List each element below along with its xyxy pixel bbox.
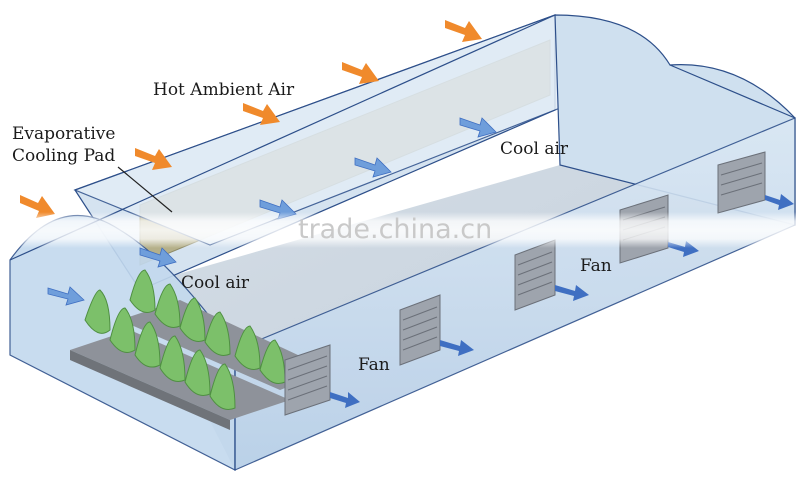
- cool-air-arrow: [354, 157, 392, 178]
- hot-air-arrow: [135, 148, 172, 170]
- roof-ridge-line: [669, 64, 796, 119]
- exhaust-arrow: [555, 285, 589, 301]
- cool-air-bottom-label: Cool air: [181, 273, 250, 293]
- cooling-pad-label-line2: Cooling Pad: [12, 146, 116, 166]
- plants: [84, 269, 286, 410]
- hot-air-arrow: [445, 20, 482, 42]
- evaporative-label-line1: Evaporative: [12, 124, 116, 144]
- cooling-pad-leader-line: [117, 166, 173, 213]
- hot-air-arrow: [342, 62, 379, 84]
- cool-air-top-label: Cool air: [500, 139, 569, 159]
- fan-label-left: Fan: [358, 355, 390, 375]
- cool-air-arrow: [139, 247, 177, 268]
- hot-ambient-air-label: Hot Ambient Air: [153, 80, 295, 100]
- cool-air-arrow: [459, 117, 497, 138]
- watermark-text: trade.china.cn: [298, 214, 493, 245]
- exhaust-arrow: [330, 392, 360, 408]
- fan-unit: [399, 294, 441, 366]
- exhaust-arrow: [440, 340, 474, 356]
- cool-air-arrow: [47, 286, 85, 306]
- fan-unit: [284, 344, 331, 416]
- fan-label-right: Fan: [580, 256, 612, 276]
- hot-air-arrow: [243, 103, 280, 125]
- watermark-band: [0, 212, 800, 248]
- exhaust-arrow: [765, 194, 794, 210]
